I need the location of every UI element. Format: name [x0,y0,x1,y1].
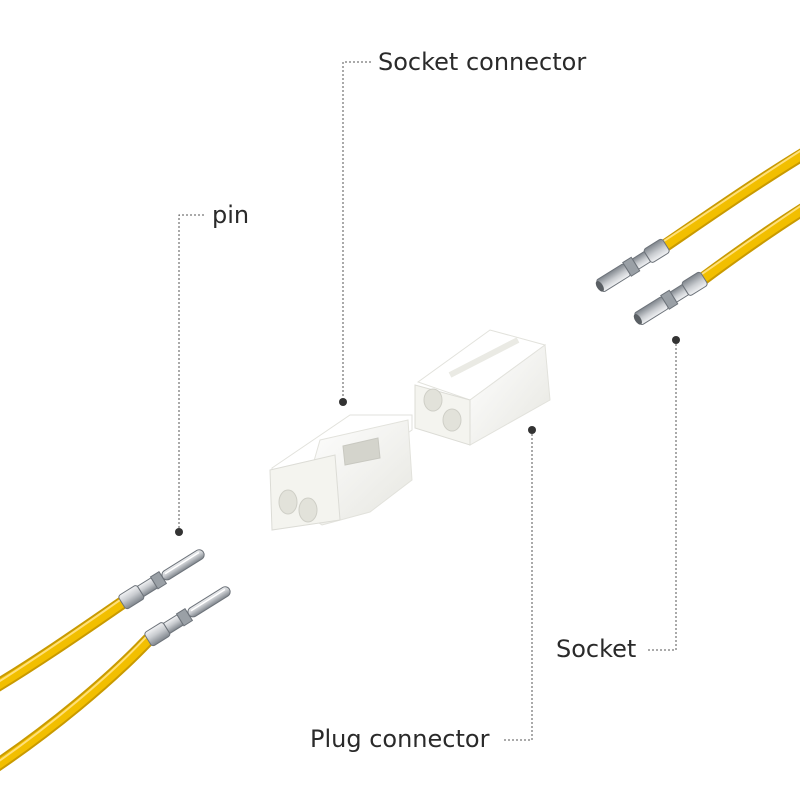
leader-socket-connector [342,61,372,400]
dot-socket-connector [339,398,347,406]
dot-plug-connector [528,426,536,434]
leader-lines [178,61,677,741]
dot-socket [672,336,680,344]
plug-connector-label: Plug connector [310,725,490,753]
socket-terminal-2 [633,271,708,326]
pin-terminal-1 [118,549,205,610]
socket-terminal-1 [595,238,670,293]
leader-dots [175,336,680,536]
right-wire-assembly [595,148,800,326]
left-wire-assembly [0,549,231,772]
dot-pin [175,528,183,536]
socket-label: Socket [556,635,637,663]
leader-socket [646,340,677,651]
socket-connector-housing [269,414,413,531]
pin-label: pin [212,201,250,229]
socket-connector-label: Socket connector [378,48,587,76]
pin-terminal-2 [144,586,231,647]
leader-plug-connector [504,430,533,741]
leader-pin [178,214,206,532]
plug-connector-housing [414,329,551,446]
